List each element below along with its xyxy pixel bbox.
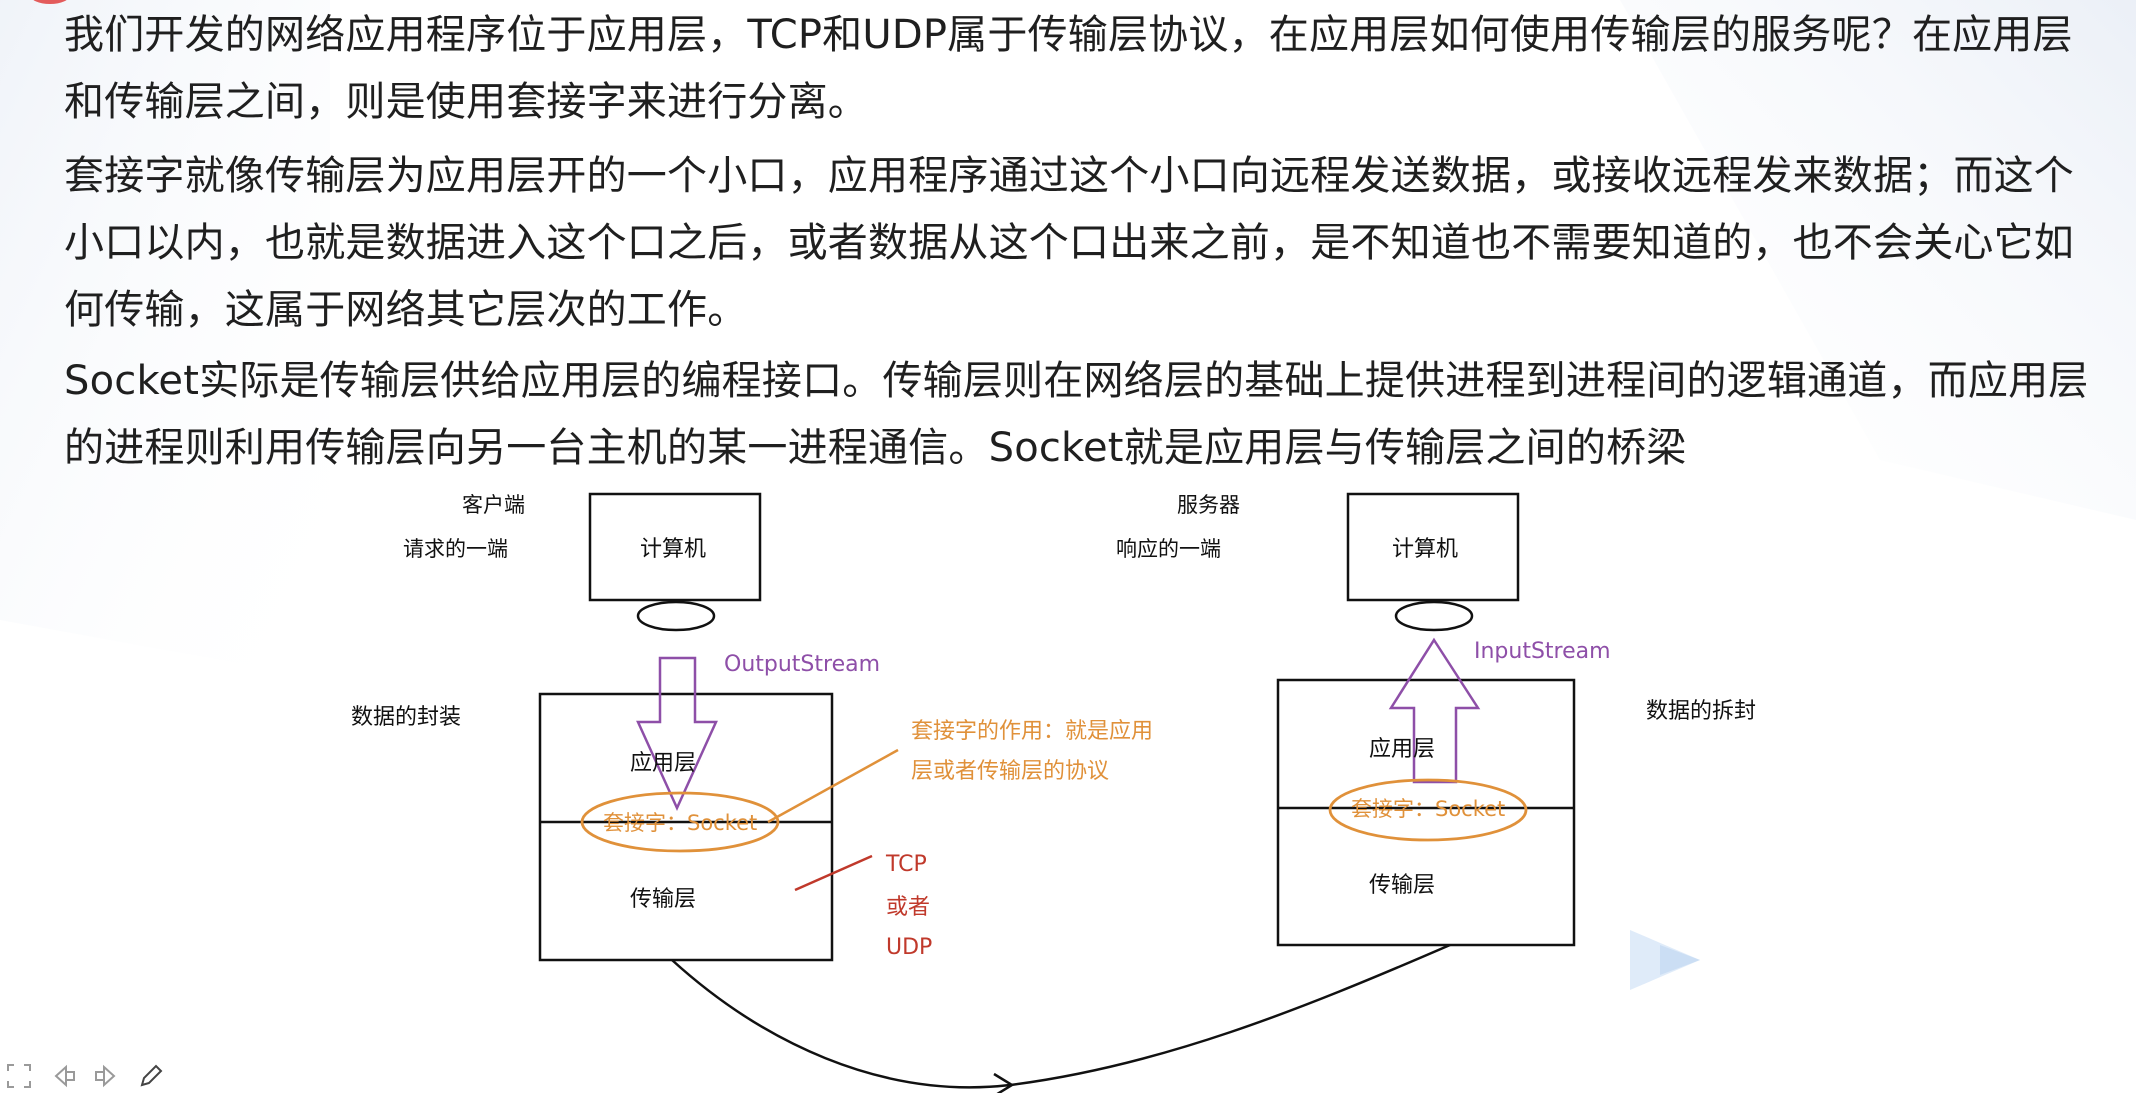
server-computer-label: 计算机 xyxy=(1392,537,1458,562)
client-computer-box xyxy=(588,492,762,602)
server-subtitle: 响应的一端 xyxy=(1116,537,1221,561)
server-layer-box xyxy=(1276,678,1576,947)
server-computer-stand xyxy=(1394,600,1474,632)
server-side-label: 数据的拆封 xyxy=(1646,699,1756,724)
client-computer-label: 计算机 xyxy=(640,537,706,562)
input-stream-arrow xyxy=(1388,637,1481,784)
client-side-label: 数据的封装 xyxy=(351,705,461,730)
paragraph-1: 我们开发的网络应用程序位于应用层，TCP和UDP属于传输层协议，在应用层如何使用… xyxy=(64,12,2073,125)
client-layer-box xyxy=(538,692,834,962)
output-stream-arrow xyxy=(636,656,718,812)
client-socket-label: 套接字：Socket xyxy=(603,811,757,835)
fullscreen-icon[interactable] xyxy=(4,1061,34,1091)
server-socket-label: 套接字：Socket xyxy=(1351,797,1505,821)
input-stream-label: InputStream xyxy=(1474,639,1611,664)
output-stream-label: OutputStream xyxy=(724,652,880,677)
paragraph-2: 套接字就像传输层为应用层开的一个小口，应用程序通过这个小口向远程发送数据，或接收… xyxy=(64,153,2074,333)
prev-arrow-icon[interactable] xyxy=(48,1061,78,1091)
paragraph-3: Socket实际是传输层供给应用层的编程接口。传输层则在网络层的基础上提供进程到… xyxy=(64,358,2089,471)
pen-icon[interactable] xyxy=(136,1061,166,1091)
socket-note-line2: 层或者传输层的协议 xyxy=(911,759,1109,784)
connection-arrowhead xyxy=(993,1072,1015,1093)
protocol-line2: 或者 xyxy=(886,895,930,920)
client-app-layer-label: 应用层 xyxy=(630,751,696,776)
slide-toolbar xyxy=(0,1058,204,1093)
protocol-pointer xyxy=(794,854,873,892)
server-app-layer-label: 应用层 xyxy=(1369,737,1435,762)
protocol-line1: TCP xyxy=(885,852,927,877)
client-socket-ellipse xyxy=(580,791,780,853)
corner-accent xyxy=(30,0,70,4)
protocol-line3: UDP xyxy=(886,935,932,960)
socket-note-pointer xyxy=(767,748,899,824)
socket-note-line1: 套接字的作用：就是应用 xyxy=(911,719,1153,744)
client-transport-layer-label: 传输层 xyxy=(630,887,696,912)
client-subtitle: 请求的一端 xyxy=(403,537,508,561)
network-connection-curve xyxy=(671,943,1451,1089)
client-title: 客户端 xyxy=(462,493,525,517)
server-socket-ellipse xyxy=(1328,778,1528,842)
server-computer-box xyxy=(1346,492,1520,602)
next-arrow-icon[interactable] xyxy=(92,1061,122,1091)
server-transport-layer-label: 传输层 xyxy=(1369,873,1435,898)
client-computer-stand xyxy=(636,600,716,632)
server-title: 服务器 xyxy=(1177,493,1240,517)
